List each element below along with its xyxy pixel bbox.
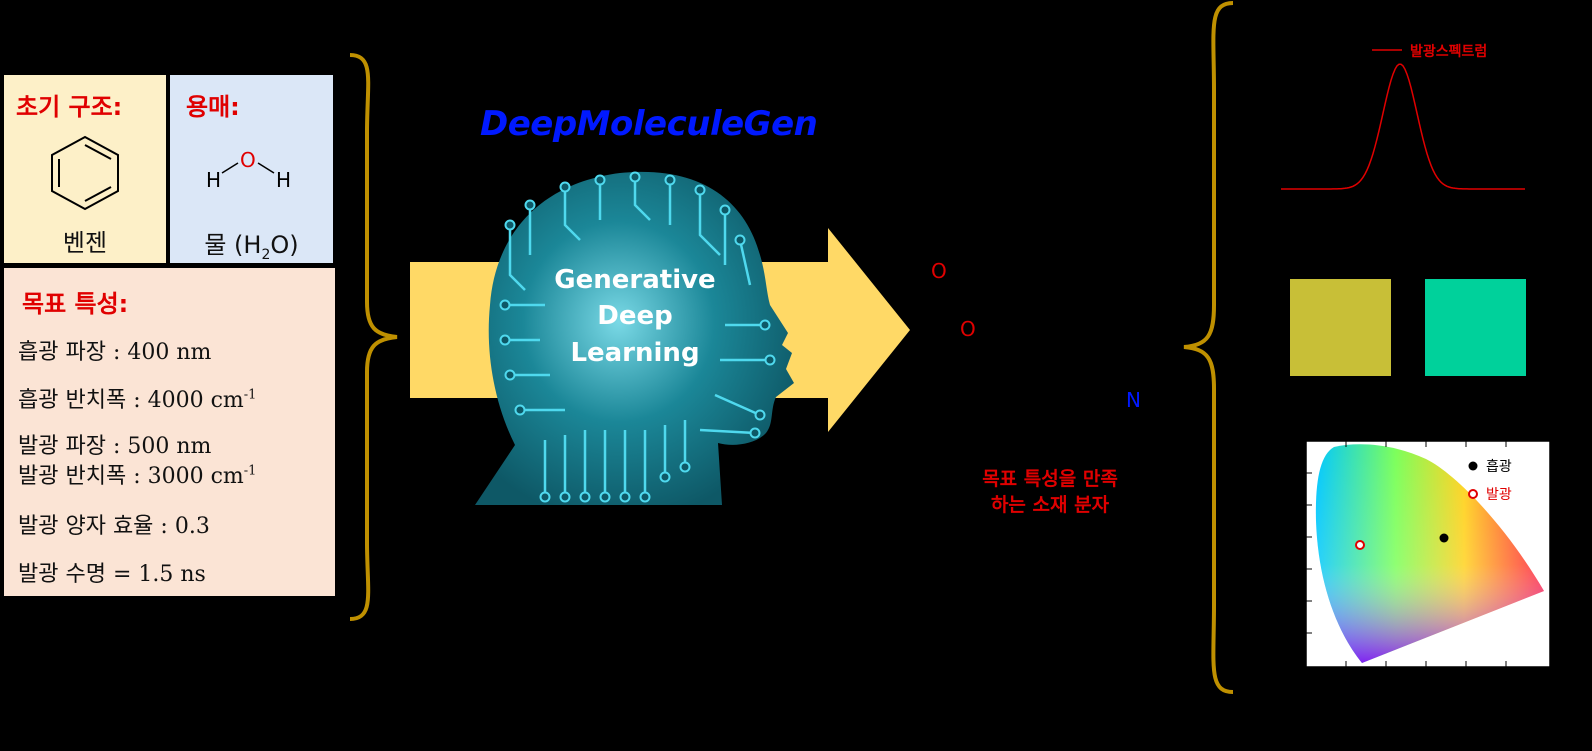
molecule-atom-n: N	[1126, 388, 1141, 412]
spectrum-legend-label: 발광스펙트럼	[1410, 43, 1487, 60]
cie-legend-emission-label: 발광	[1486, 487, 1512, 503]
target-property-0: 흡광 파장 : 400 nm	[18, 340, 212, 365]
molecule-caption: 목표 특성을 만족 하는 소재 분자	[982, 468, 1118, 516]
target-property-3: 발광 반치폭 : 3000 cm-1	[18, 463, 257, 489]
right-brace-icon	[1183, 1, 1234, 694]
solvent-box: 용매: H O H 물 (H2O)	[170, 75, 333, 263]
head-line-2: Deep	[597, 301, 673, 332]
target-properties-title: 목표 특성:	[22, 290, 129, 318]
cie-legend-absorption-marker	[1468, 461, 1478, 471]
head-label: Generative Deep Learning	[535, 262, 735, 371]
cie-chromaticity-diagram: 흡광 발광	[1306, 441, 1550, 667]
molecule-atom-o-2: O	[960, 317, 976, 341]
ai-head-icon	[475, 171, 794, 505]
initial-structure-title: 초기 구조:	[16, 93, 123, 121]
water-o: O	[240, 148, 256, 172]
benzene-structure-icon	[51, 135, 119, 211]
model-name: DeepMoleculeGen	[480, 104, 818, 144]
head-line-3: Learning	[570, 337, 700, 368]
target-property-2: 발광 파장 : 500 nm	[18, 434, 212, 459]
solvent-name: 물 (H2O)	[204, 231, 299, 263]
head-line-1: Generative	[554, 265, 716, 295]
target-property-4: 발광 양자 효율 : 0.3	[18, 514, 210, 539]
target-properties-box: 목표 특성: 흡광 파장 : 400 nm 흡광 반치폭 : 4000 cm-1…	[4, 268, 335, 596]
water-molecule-icon: H O H	[206, 148, 291, 192]
initial-structure-name: 벤젠	[62, 229, 108, 257]
cie-legend-emission-marker	[1468, 489, 1478, 499]
emission-spectrum-curve	[1281, 63, 1525, 190]
target-property-1: 흡광 반치폭 : 4000 cm-1	[18, 387, 257, 413]
absorption-color-swatch	[1290, 279, 1391, 376]
water-h-right: H	[276, 168, 291, 192]
cie-point-absorption	[1439, 533, 1449, 543]
cie-legend-absorption-label: 흡광	[1486, 459, 1512, 475]
solvent-title: 용매:	[186, 93, 240, 121]
left-brace-icon	[349, 53, 398, 621]
target-property-5: 발광 수명 = 1.5 ns	[18, 562, 206, 587]
initial-structure-box: 초기 구조: 벤젠	[4, 75, 166, 263]
molecule-atom-o-1: O	[931, 259, 947, 283]
emission-color-swatch	[1425, 279, 1526, 376]
cie-point-emission	[1355, 540, 1365, 550]
emission-spectrum-plot: 발광스펙트럼	[1281, 43, 1525, 190]
water-h-left: H	[206, 168, 221, 192]
